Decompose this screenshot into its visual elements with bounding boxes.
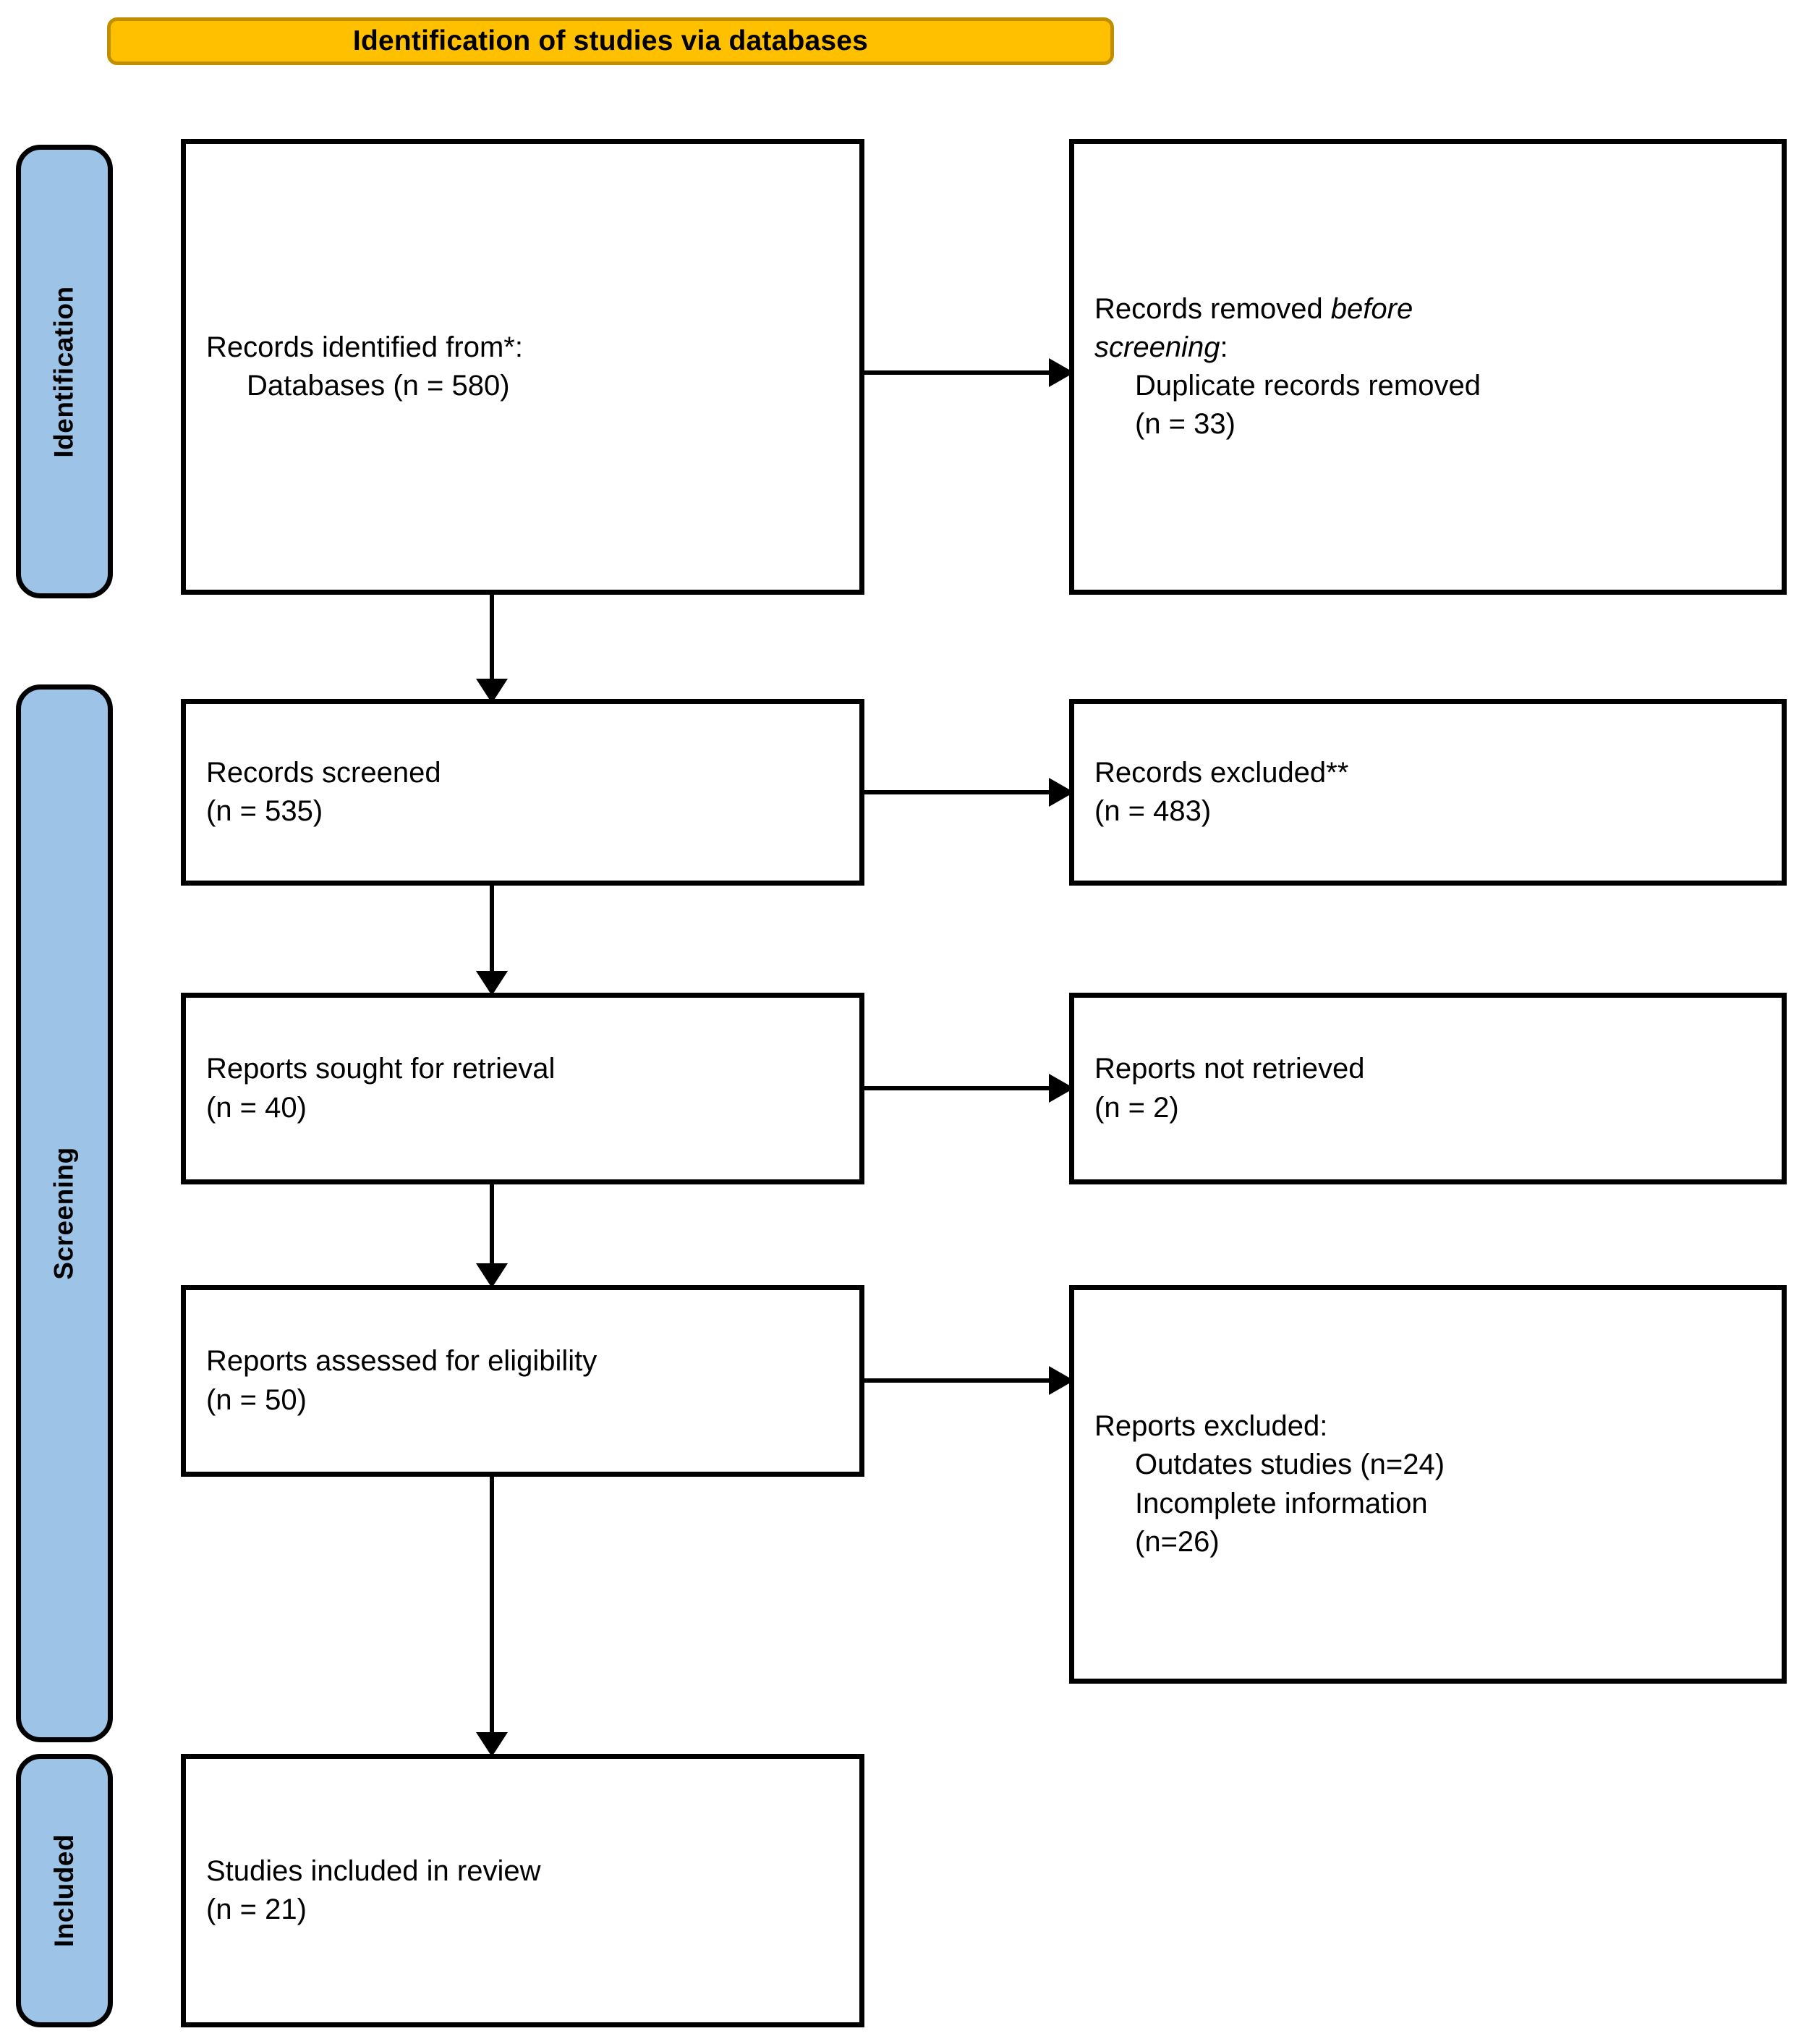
records-excluded-line2: (n = 483): [1094, 795, 1212, 827]
studies-included-line1: Studies included in review: [206, 1854, 541, 1887]
box-records-screened: Records screened (n = 535): [181, 699, 864, 886]
arrow-screened-to-sought: [469, 886, 515, 996]
banner-title: Identification of studies via databases: [352, 25, 869, 56]
records-removed-colon: :: [1220, 331, 1228, 363]
reports-excluded-line4: (n=26): [1135, 1525, 1220, 1558]
arrow-sought-to-not-retrieved: [864, 1066, 1074, 1110]
reports-not-retrieved-line2: (n = 2): [1094, 1091, 1179, 1124]
reports-excluded-line3: Incomplete information: [1135, 1487, 1428, 1519]
records-removed-italic-before: before: [1330, 292, 1413, 325]
records-removed-line4: (n = 33): [1135, 408, 1236, 441]
records-removed-line1: Records removed before: [1094, 290, 1761, 328]
box-records-identified: Records identified from*: Databases (n =…: [181, 139, 864, 595]
box-reports-assessed-for-eligibility: Reports assessed for eligibility (n = 50…: [181, 1285, 864, 1477]
records-identified-line1: Records identified from*:: [206, 331, 523, 363]
arrow-identified-to-screened: [469, 595, 515, 703]
records-identified-line2: Databases (n = 580): [247, 370, 510, 402]
box-records-excluded: Records excluded** (n = 483): [1069, 699, 1787, 886]
studies-included-line2: (n = 21): [206, 1894, 307, 1925]
box-reports-sought-for-retrieval: Reports sought for retrieval (n = 40): [181, 993, 864, 1184]
records-removed-italic-screening: screening: [1094, 331, 1220, 363]
records-removed-prefix: Records removed: [1094, 292, 1331, 325]
reports-sought-line1: Reports sought for retrieval: [206, 1053, 556, 1085]
arrow-assessed-to-reports-excluded: [864, 1359, 1074, 1402]
arrow-assessed-to-included: [469, 1477, 515, 1757]
stage-label-identification-text: Identification: [49, 285, 80, 458]
box-reports-excluded-with-reasons: Reports excluded: Outdates studies (n=24…: [1069, 1285, 1787, 1684]
records-screened-line1: Records screened: [206, 756, 441, 789]
records-screened-line2: (n = 535): [206, 795, 323, 827]
records-removed-line3: Duplicate records removed: [1135, 370, 1481, 402]
reports-assessed-line1: Reports assessed for eligibility: [206, 1345, 597, 1378]
stage-label-included-text: Included: [49, 1833, 79, 1948]
reports-not-retrieved-line1: Reports not retrieved: [1094, 1053, 1365, 1085]
reports-excluded-line2: Outdates studies (n=24): [1135, 1449, 1445, 1481]
reports-excluded-line1: Reports excluded:: [1094, 1410, 1328, 1443]
arrow-screened-to-excluded: [864, 771, 1074, 814]
arrow-sought-to-assessed: [469, 1184, 515, 1288]
reports-sought-line2: (n = 40): [206, 1091, 307, 1124]
banner-identification-via-databases: Identification of studies via databases: [107, 17, 1114, 65]
reports-assessed-line2: (n = 50): [206, 1383, 307, 1416]
stage-label-screening: Screening: [16, 684, 113, 1742]
box-reports-not-retrieved: Reports not retrieved (n = 2): [1069, 993, 1787, 1184]
box-studies-included-in-review: Studies included in review (n = 21): [181, 1754, 864, 2027]
records-excluded-line1: Records excluded**: [1094, 756, 1349, 789]
stage-label-identification: Identification: [16, 145, 113, 598]
box-records-removed-before-screening: Records removed before screening: Duplic…: [1069, 139, 1787, 595]
records-removed-line2: screening:: [1094, 328, 1761, 367]
arrow-identified-to-removed: [864, 351, 1074, 394]
stage-label-screening-text: Screening: [49, 1147, 79, 1280]
stage-label-included: Included: [16, 1754, 113, 2027]
